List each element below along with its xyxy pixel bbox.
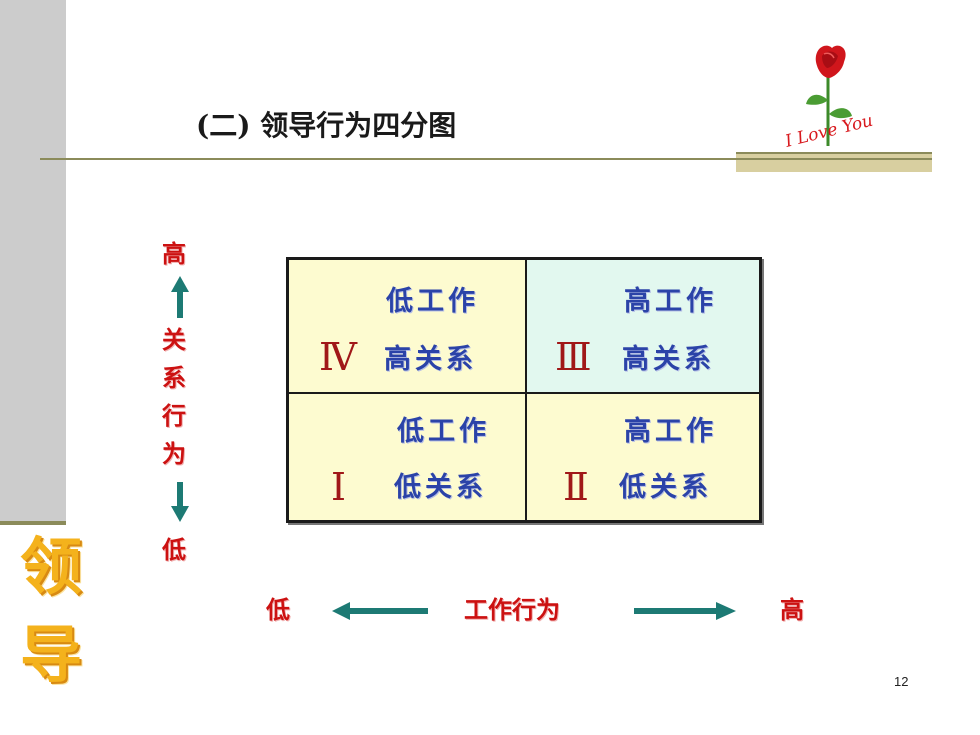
quadrant-iii-line2: 高关系 [622,344,715,375]
quadrant-i-line2: 低关系 [394,472,487,503]
y-axis-label-char-1: 关 [162,326,186,354]
quadrant-iv-line2: 高关系 [384,344,477,375]
quadrant-ii-numeral: Ⅱ [563,465,589,509]
quadrant-iii-line1: 高工作 [624,286,717,317]
page-number: 12 [894,674,909,689]
y-axis-label-char-2: 系 [162,364,186,392]
y-axis-label-char-3: 行 [162,402,186,430]
x-axis-high-label: 高 [780,596,804,624]
y-axis-up-arrow-icon [171,276,189,318]
quadrant-i-line1: 低工作 [397,416,490,447]
quadrant-ii-line2: 低关系 [619,472,712,503]
title-rule [40,158,932,160]
left-sidebar-bar [0,0,66,521]
quadrant-iv: 低工作 Ⅳ 高关系 [289,260,527,394]
quadrant-i: 低工作 Ⅰ 低关系 [289,394,527,520]
quadrant-ii-line1: 高工作 [624,416,717,447]
title-accent-block [736,152,932,172]
quadrant-ii: 高工作 Ⅱ 低关系 [527,394,759,520]
quadrant-iv-numeral: Ⅳ [319,335,357,379]
x-axis-left-arrow-icon [332,602,428,620]
rose-logo: I Love You [780,40,900,152]
left-sidebar-underline [0,521,66,525]
y-axis-low-label: 低 [162,536,186,564]
y-axis-high-label: 高 [162,240,186,268]
side-label-char-1: 领 [20,530,83,603]
quadrant-grid: 低工作 Ⅳ 高关系 高工作 Ⅲ 高关系 低工作 Ⅰ 低关系 高工作 Ⅱ 低关系 [286,257,762,523]
y-axis-label-char-4: 为 [162,440,186,468]
side-label-char-2: 导 [20,618,83,691]
quadrant-iii: 高工作 Ⅲ 高关系 [527,260,759,394]
x-axis-label: 工作行为 [464,596,560,624]
quadrant-i-numeral: Ⅰ [331,465,347,509]
quadrant-iv-line1: 低工作 [386,286,479,317]
x-axis-low-label: 低 [266,596,290,624]
slide-title: (二) 领导行为四分图 [196,109,457,142]
quadrant-iii-numeral: Ⅲ [555,335,592,379]
x-axis-right-arrow-icon [634,602,736,620]
rose-icon: I Love You [782,45,875,152]
y-axis-down-arrow-icon [171,482,189,522]
